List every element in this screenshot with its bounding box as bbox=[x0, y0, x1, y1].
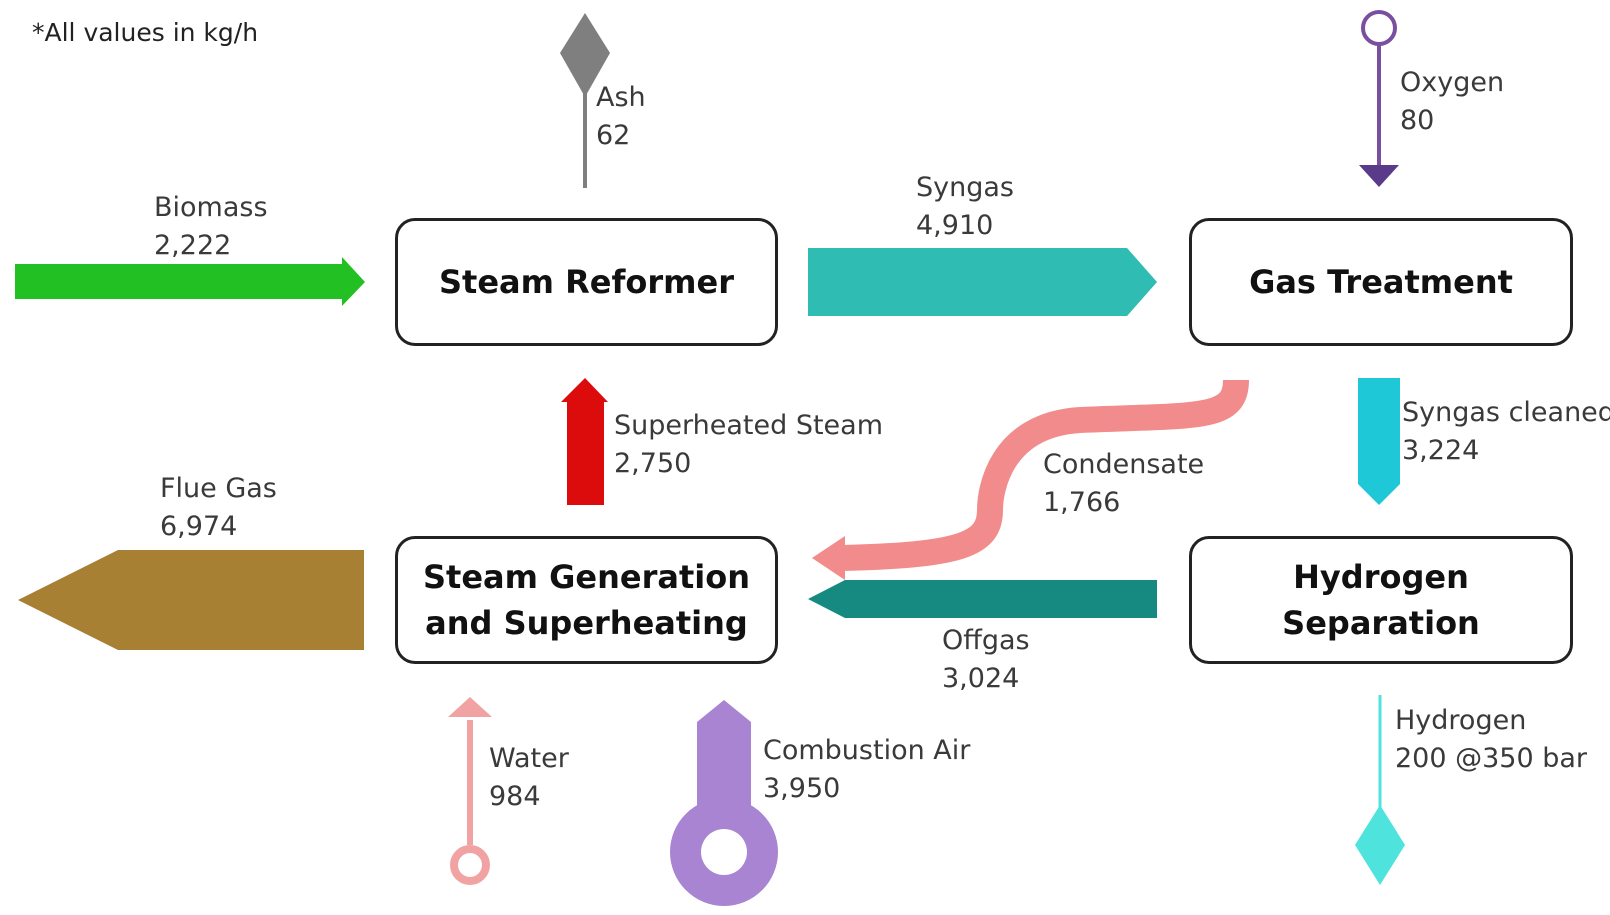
offgas-value: 3,024 bbox=[942, 663, 1020, 694]
water-label: Water 984 bbox=[489, 740, 569, 816]
steam-reformer-box: Steam Reformer bbox=[395, 218, 778, 346]
condensate-label: Condensate 1,766 bbox=[1043, 446, 1204, 522]
oxygen-stream bbox=[1359, 10, 1399, 187]
hydrogen-stream bbox=[1355, 695, 1405, 885]
condensate-value: 1,766 bbox=[1043, 487, 1121, 518]
syngas-arrow bbox=[808, 248, 1157, 316]
biomass-arrow bbox=[15, 257, 365, 306]
combustion-air-label: Combustion Air 3,950 bbox=[763, 732, 970, 808]
syngas-cleaned-arrow bbox=[1358, 378, 1400, 505]
syngas-value: 4,910 bbox=[916, 210, 994, 241]
hydrogen-separation-box: Hydrogen Separation bbox=[1189, 536, 1573, 664]
flue-gas-arrow bbox=[18, 550, 364, 650]
syngas-cleaned-value: 3,224 bbox=[1402, 435, 1480, 466]
biomass-value: 2,222 bbox=[154, 230, 232, 261]
superheated-steam-value: 2,750 bbox=[614, 448, 692, 479]
hydrogen-label: Hydrogen 200 @350 bar bbox=[1395, 702, 1587, 778]
water-stream bbox=[448, 697, 492, 885]
oxygen-name: Oxygen bbox=[1400, 67, 1505, 98]
flue-gas-name: Flue Gas bbox=[160, 473, 277, 504]
biomass-label: Biomass 2,222 bbox=[154, 189, 268, 265]
offgas-arrow bbox=[808, 580, 1157, 618]
syngas-label: Syngas 4,910 bbox=[916, 169, 1014, 245]
condensate-name: Condensate bbox=[1043, 449, 1205, 480]
biomass-name: Biomass bbox=[154, 192, 268, 223]
gas-treatment-box: Gas Treatment bbox=[1189, 218, 1573, 346]
oxygen-label: Oxygen 80 bbox=[1400, 64, 1504, 140]
superheated-steam-label: Superheated Steam 2,750 bbox=[614, 407, 883, 483]
condensate-stream bbox=[812, 379, 1249, 580]
ash-value: 62 bbox=[596, 120, 631, 151]
flue-gas-value: 6,974 bbox=[160, 511, 238, 542]
steam-generation-box: Steam Generation and Superheating bbox=[395, 536, 778, 664]
superheated-steam-arrow bbox=[561, 378, 608, 505]
offgas-name: Offgas bbox=[942, 625, 1030, 656]
units-note: *All values in kg/h bbox=[32, 18, 259, 47]
offgas-label: Offgas 3,024 bbox=[942, 622, 1030, 698]
flue-gas-label: Flue Gas 6,974 bbox=[160, 470, 277, 546]
oxygen-value: 80 bbox=[1400, 105, 1435, 136]
combustion-air-stream bbox=[670, 700, 778, 906]
syngas-cleaned-label: Syngas cleaned 3,224 bbox=[1402, 394, 1610, 470]
ash-label: Ash 62 bbox=[596, 79, 646, 155]
combustion-air-value: 3,950 bbox=[763, 773, 841, 804]
syngas-cleaned-name: Syngas cleaned bbox=[1402, 397, 1610, 428]
water-name: Water bbox=[489, 743, 569, 774]
syngas-name: Syngas bbox=[916, 172, 1014, 203]
hydrogen-value: 200 @350 bar bbox=[1395, 743, 1588, 774]
steam-generation-label: Steam Generation and Superheating bbox=[423, 558, 750, 642]
hydrogen-name: Hydrogen bbox=[1395, 705, 1527, 736]
ash-stream bbox=[560, 13, 610, 188]
superheated-steam-name: Superheated Steam bbox=[614, 410, 883, 441]
water-value: 984 bbox=[489, 781, 541, 812]
combustion-air-name: Combustion Air bbox=[763, 735, 971, 766]
ash-name: Ash bbox=[596, 82, 646, 113]
